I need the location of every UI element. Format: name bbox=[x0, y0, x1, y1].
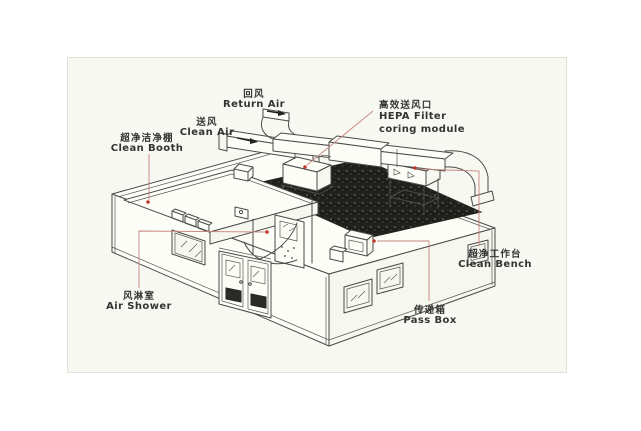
door-left-window bbox=[225, 259, 241, 279]
door-frame bbox=[218, 250, 272, 319]
control-box-dial bbox=[238, 209, 244, 215]
elbow-outer bbox=[444, 150, 489, 198]
bench-shelf bbox=[389, 189, 439, 206]
label-pass-box-zh: 传递箱 bbox=[413, 304, 446, 316]
window-right-wall-2 bbox=[376, 262, 404, 295]
booth-ceiling-inner-edge bbox=[127, 173, 314, 205]
control-box bbox=[234, 206, 249, 220]
label-return-air-en: Return Air bbox=[223, 99, 285, 110]
marker-dot bbox=[146, 200, 150, 204]
pass-box-door bbox=[348, 239, 364, 253]
door-knob bbox=[239, 280, 243, 284]
nozzle-dots bbox=[281, 246, 295, 259]
label-pass-box-en: Pass Box bbox=[403, 315, 456, 326]
ffu-unit bbox=[171, 208, 187, 223]
door-knob bbox=[248, 282, 252, 286]
marker-dot bbox=[413, 166, 417, 170]
window-glare bbox=[473, 248, 485, 258]
airflow-arrow-icon bbox=[236, 137, 258, 144]
label-clean-bench-en: Clean Bench bbox=[458, 259, 532, 270]
marker-dot bbox=[372, 239, 376, 243]
window-glare bbox=[228, 264, 260, 278]
booth-front-wall bbox=[209, 201, 319, 245]
elbow-end-flange bbox=[470, 190, 495, 207]
window-glare bbox=[180, 240, 202, 258]
label-return-air-zh: 回风 bbox=[243, 89, 264, 100]
door-frame-top bbox=[218, 247, 272, 260]
front-right-wall bbox=[328, 227, 496, 347]
labels: 超净洁净棚 Clean Booth 送风 Clean Air 回风 Return… bbox=[106, 89, 532, 326]
window-left-wall bbox=[171, 229, 206, 266]
door-right-grille bbox=[250, 293, 267, 309]
openings bbox=[171, 229, 489, 319]
leader-clean-bench bbox=[418, 168, 480, 246]
cleanroom-diagram: 超净洁净棚 Clean Booth 送风 Clean Air 回风 Return… bbox=[106, 89, 532, 347]
label-air-shower-zh: 风淋室 bbox=[123, 290, 155, 302]
clean-booth-structure bbox=[123, 163, 319, 245]
air-shower-doors bbox=[218, 247, 272, 319]
marker-dot bbox=[265, 230, 269, 234]
leader-pass-box bbox=[377, 240, 430, 301]
duct-plenum-front bbox=[328, 141, 382, 168]
ffu-unit bbox=[184, 213, 200, 228]
label-clean-air-zh: 送风 bbox=[195, 116, 217, 128]
supply-duct-inlet-flange bbox=[218, 132, 228, 152]
return-duct-gooseneck bbox=[260, 108, 300, 140]
ffu-row bbox=[171, 208, 213, 233]
gooseneck-flange bbox=[262, 108, 290, 122]
label-clean-booth-en: Clean Booth bbox=[111, 143, 184, 154]
label-clean-booth-zh: 超净洁净棚 bbox=[119, 132, 174, 144]
label-hepa-en1: HEPA Filter bbox=[379, 111, 446, 122]
gooseneck-outer bbox=[260, 116, 274, 140]
label-hepa-zh: 高效送风口 bbox=[379, 99, 433, 111]
bench-deflectors bbox=[393, 168, 415, 179]
leader-air-shower bbox=[138, 230, 266, 288]
door-right-window bbox=[250, 265, 266, 285]
label-air-shower-en: Air Shower bbox=[106, 301, 172, 312]
door-right-panel bbox=[247, 259, 269, 315]
right-baseboard bbox=[328, 281, 496, 341]
leader-hepa bbox=[306, 110, 374, 166]
inner-door-window bbox=[279, 220, 298, 242]
diagram-image: 超净洁净棚 Clean Booth 送风 Clean Air 回风 Return… bbox=[67, 57, 567, 373]
door-left-panel bbox=[221, 253, 244, 308]
leader-lines bbox=[138, 110, 480, 301]
airflow-arrow-icon bbox=[266, 110, 286, 116]
label-clean-air-en: Clean Air bbox=[180, 127, 235, 138]
pass-box-structure bbox=[329, 229, 374, 263]
label-hepa-en2: coring module bbox=[379, 124, 465, 135]
wall-unit-box bbox=[329, 245, 348, 263]
window-right-wall-1 bbox=[343, 278, 373, 314]
booth-roof-unit bbox=[233, 163, 254, 182]
window-right-wall-3 bbox=[467, 239, 489, 266]
duct-connector-curve bbox=[316, 154, 332, 159]
window-glare bbox=[350, 290, 366, 302]
duct-system bbox=[218, 108, 495, 207]
marker-dot bbox=[303, 165, 307, 169]
hepa-base-flange bbox=[280, 184, 335, 195]
label-clean-bench-zh: 超净工作台 bbox=[467, 248, 522, 260]
duct-elbow bbox=[444, 150, 495, 207]
window-glare bbox=[383, 273, 398, 284]
pass-box-side bbox=[366, 234, 374, 257]
window-glare bbox=[282, 223, 295, 232]
hepa-side bbox=[316, 164, 332, 192]
air-shower-interior bbox=[243, 200, 313, 269]
elbow-inner bbox=[444, 166, 476, 200]
door-left-grille bbox=[225, 287, 242, 303]
